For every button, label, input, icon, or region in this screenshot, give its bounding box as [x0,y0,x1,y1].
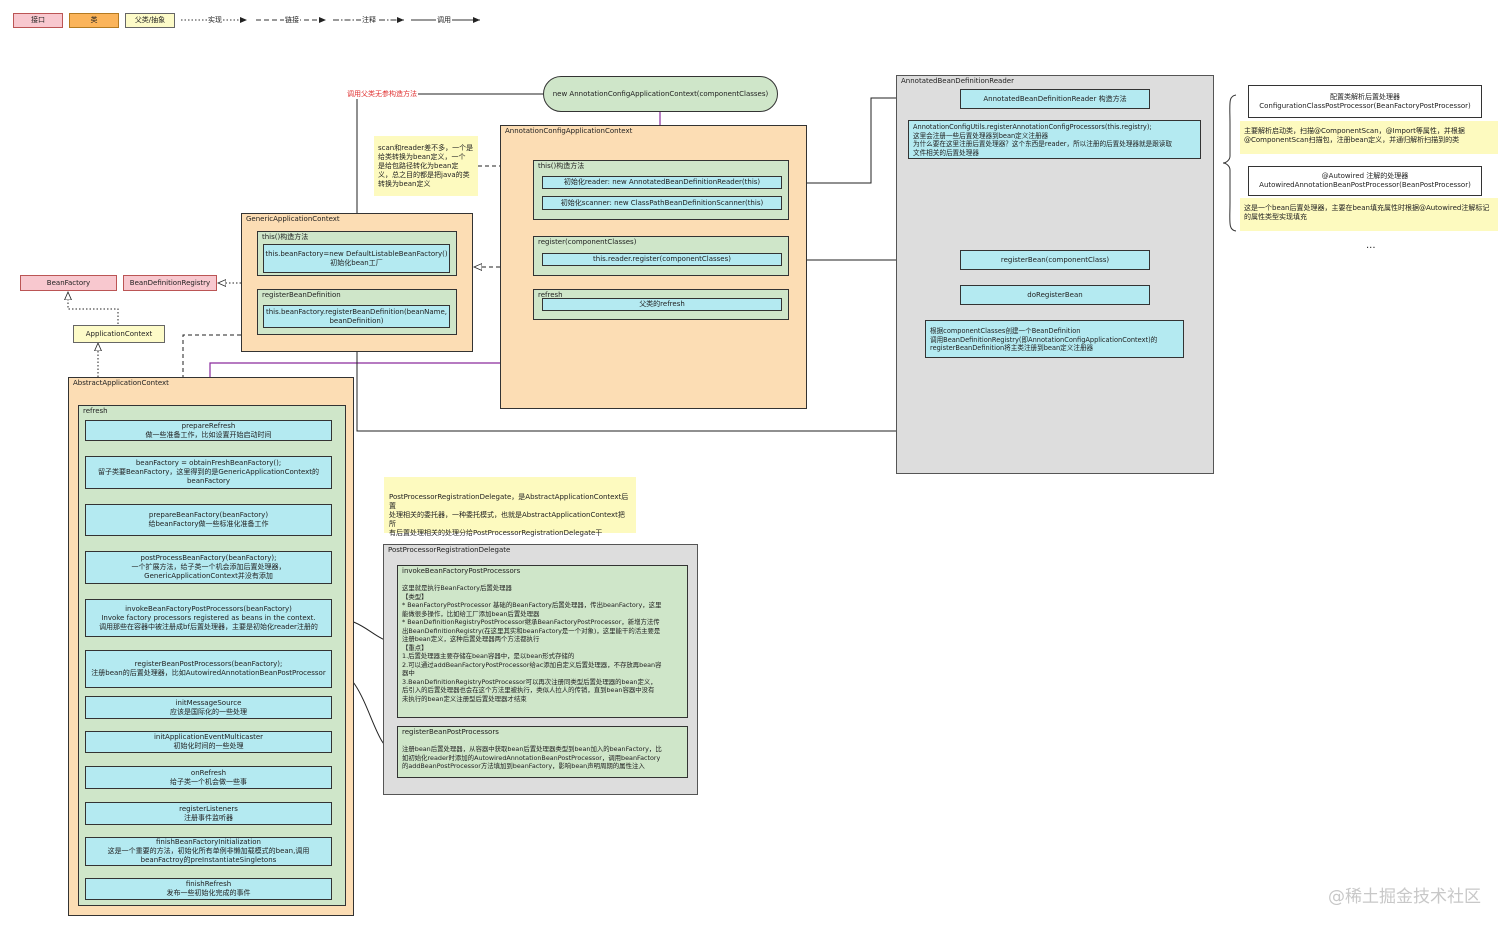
init-scanner-box: 初始化scanner: new ClassPathBeanDefinitionS… [542,196,782,210]
refresh-section-title: refresh [538,291,563,299]
step-finish-bf-initialization: finishBeanFactoryInitialization 这是一个重要的方… [85,837,332,866]
legend-comment-label: 注释 [361,16,377,25]
step-on-refresh: onRefresh 给子类一个机会做一些事 [85,766,332,789]
step-init-message-source: initMessageSource 应该是国际化的一些处理 [85,696,332,719]
reader-ctor-box: AnnotatedBeanDefinitionReader 构造方法 [960,89,1150,109]
autowired-pp-note: 这是一个bean后置处理器，主要在bean填充属性时根据@Autowired注解… [1240,198,1498,231]
application-context-interface: ApplicationContext [73,325,165,343]
bean-definition-registry-interface: BeanDefinitionRegistry [123,275,217,291]
step-register-bean-post-processors: registerBeanPostProcessors(beanFactory);… [85,650,332,688]
ctor-section-title: this()构造方法 [538,162,585,170]
step-prepare-refresh: prepareRefresh 做一些准备工作，比如设置开始启动时间 [85,420,332,441]
step-prepare-bean-factory: prepareBeanFactory(beanFactory) 给beanFac… [85,504,332,536]
register-bean-definition-box: this.beanFactory.registerBeanDefinition(… [263,305,450,328]
generic-context-title: GenericApplicationContext [246,215,340,223]
create-bean-definition-box: 根据componentClasses创建一个BeanDefinition 调用B… [925,320,1184,358]
register-section-title: register(componentClasses) [538,238,637,246]
watermark: @稀土掘金技术社区 [1328,887,1481,907]
delegate-title: PostProcessorRegistrationDelegate [388,546,511,554]
legend-implements-label: 实现 [207,16,223,25]
start-node: new AnnotationConfigApplicationContext(c… [543,76,778,112]
parent-refresh-box: 父类的refresh [542,298,782,311]
legend-parent-abstract: 父类/抽象 [125,13,175,28]
config-class-pp-note: 主要解析启动类，扫描@ComponentScan，@Import等属性，并根据 … [1240,121,1498,154]
right-brace [1222,94,1237,232]
invoke-bfpp-body: 这里就是执行BeanFactory后置处理器 【类型】 * BeanFactor… [402,584,662,703]
config-class-pp-box: 配置类解析后置处理器 ConfigurationClassPostProcess… [1248,85,1482,118]
invoke-bfpp-title: invokeBeanFactoryPostProcessors [402,567,521,575]
legend-class: 类 [69,13,119,28]
legend-calls-label: 调用 [436,16,452,25]
legend-interface: 接口 [13,13,63,28]
call-parent-label: 调用父类无参构造方法 [346,90,418,99]
autowired-pp-box: @Autowired 注解的处理器 AutowiredAnnotationBea… [1248,166,1482,196]
scan-reader-note: scan和reader差不多，一个是 给类转换为bean定义，一个 是给包路径转… [374,136,478,196]
step-invoke-bf-post-processors: invokeBeanFactoryPostProcessors(beanFact… [85,599,332,637]
annotation-config-context-title: AnnotationConfigApplicationContext [505,127,633,135]
reader-register-box: this.reader.register(componentClasses) [542,253,782,266]
step-register-listeners: registerListeners 注册事件监听器 [85,802,332,825]
delegate-note: PostProcessorRegistrationDelegate，是Abstr… [384,477,636,537]
legend-chain-label: 链接 [284,16,300,25]
reader-title: AnnotatedBeanDefinitionReader [901,77,1014,85]
step-obtain-bean-factory: beanFactory = obtainFreshBeanFactory(); … [85,456,332,489]
generic-rbd-title: registerBeanDefinition [262,291,341,299]
more-ellipsis: ... [1366,240,1376,251]
register-bpp-section: registerBeanPostProcessors 注册bean后置处理器，从… [397,726,688,778]
step-post-process-bean-factory: postProcessBeanFactory(beanFactory); 一个扩… [85,551,332,584]
register-config-processors-box: AnnotationConfigUtils.registerAnnotation… [908,120,1201,159]
abstract-context-title: AbstractApplicationContext [73,379,169,387]
register-bpp-body: 注册bean后置处理器，从容器中获取bean后置处理器类型到bean加入的bea… [402,745,662,770]
step-finish-refresh: finishRefresh 发布一些初始化完成的事件 [85,878,332,900]
step-init-event-multicaster: initApplicationEventMulticaster 初始化时间的一些… [85,731,332,753]
ctor-section: this()构造方法 [533,160,789,220]
do-register-bean-box: doRegisterBean [960,285,1150,305]
init-reader-box: 初始化reader: new AnnotatedBeanDefinitionRe… [542,176,782,189]
abstract-refresh-title: refresh [83,407,108,415]
register-bpp-title: registerBeanPostProcessors [402,728,499,736]
generic-ctor-title: this()构造方法 [262,233,309,241]
bean-factory-interface: BeanFactory [20,275,117,291]
invoke-bfpp-section: invokeBeanFactoryPostProcessors 这里就是执行Be… [397,565,688,718]
register-bean-box: registerBean(componentClass) [960,250,1150,270]
bean-factory-init-box: this.beanFactory=new DefaultListableBean… [263,244,450,273]
